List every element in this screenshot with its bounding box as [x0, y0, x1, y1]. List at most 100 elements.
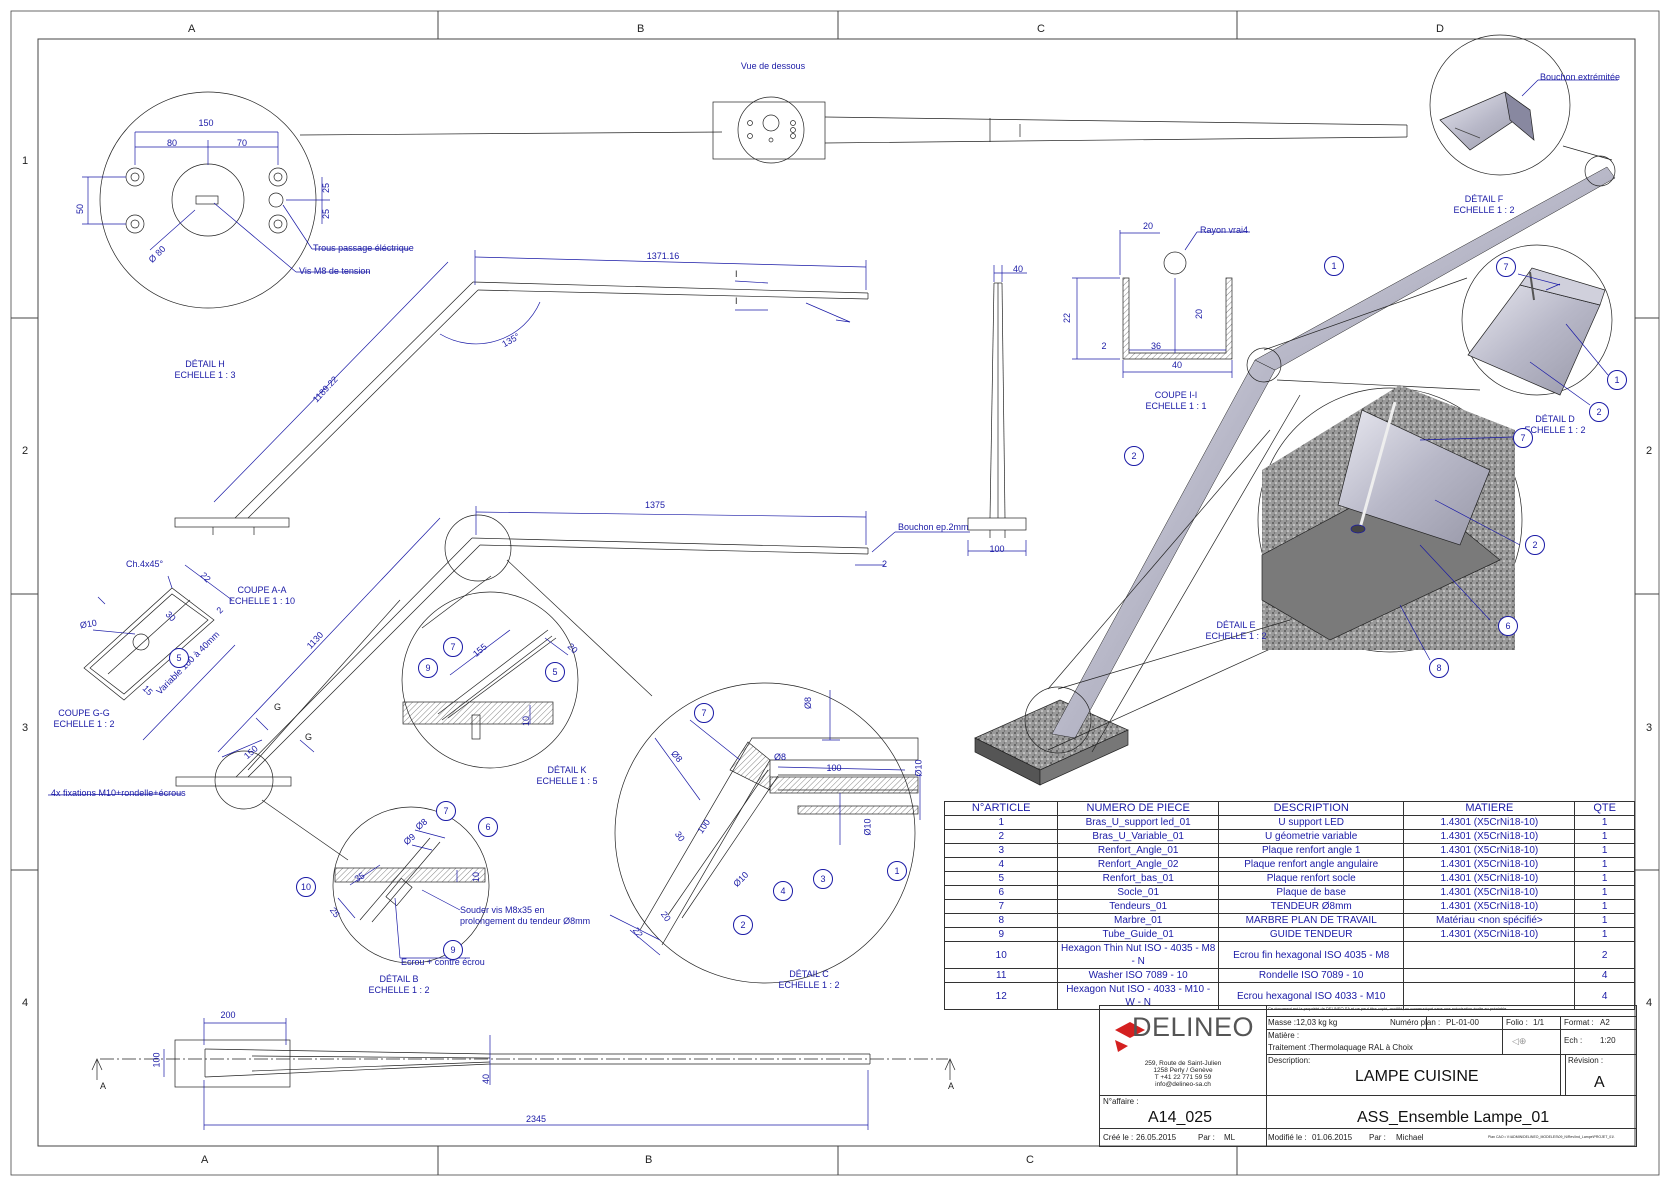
bom-cell-description: Plaque renfort angle 1 — [1217, 843, 1405, 858]
detail-e-title: DÉTAIL E — [1216, 620, 1256, 630]
bom-cell-part-number: Renfort_bas_01 — [1057, 871, 1219, 886]
grid-col-b-top: B — [637, 23, 645, 35]
bom-cell-qty: 1 — [1574, 815, 1635, 830]
tb-masse-label: Masse : — [1268, 1018, 1297, 1027]
detail-k-title: DÉTAIL K — [547, 765, 587, 775]
dim-100c: 100 — [826, 763, 842, 773]
bom-header-description: DESCRIPTION — [1217, 801, 1405, 816]
tb-par1-label: Par : — [1198, 1133, 1215, 1142]
dim-1371: 1371.16 — [646, 251, 680, 261]
tb-par1: ML — [1224, 1133, 1236, 1142]
bom-cell-part-number: Renfort_Angle_02 — [1057, 857, 1219, 872]
bom-cell-part-number: Marbre_01 — [1057, 913, 1219, 928]
bom-cell-article: 9 — [943, 927, 1059, 942]
bom-cell-qty: 1 — [1574, 829, 1635, 844]
bom-header-material: MATIERE — [1403, 801, 1576, 816]
section-a-left: A — [100, 1081, 107, 1091]
note-chanfrein: Ch.4x45° — [126, 559, 164, 569]
dim-20b: 20 — [1194, 308, 1205, 319]
callout-9-detail-b: 9 — [443, 940, 463, 960]
dim-10: 10 — [521, 715, 532, 726]
bom-cell-description: U support LED — [1217, 815, 1405, 830]
front-view — [967, 282, 1027, 538]
tb-addr4: info@delineo-sa.ch — [1155, 1081, 1211, 1088]
bom-cell-article: 3 — [943, 843, 1059, 858]
tb-addr3: T +41 22 771 59 59 — [1154, 1074, 1212, 1081]
note-ecrou: Ecrou + contre écrou — [401, 957, 485, 967]
bom-cell-part-number: Socle_01 — [1057, 885, 1219, 900]
bom-cell-material: 1.4301 (X5CrNi18-10) — [1403, 885, 1576, 900]
dim-70: 70 — [236, 138, 248, 148]
dim-phi8c: Ø8 — [774, 752, 787, 762]
bom-table: N°ARTICLE NUMERO DE PIECE DESCRIPTION MA… — [943, 801, 1635, 1010]
tb-masse: 12,03 kg kg — [1296, 1018, 1338, 1027]
callout-2-detail-c: 2 — [733, 915, 753, 935]
note-vis: Vis M8 de tension — [299, 266, 371, 276]
dim-100b: 100 — [151, 1052, 162, 1068]
section-a-right: A — [948, 1081, 955, 1091]
tb-matiere-label: Matière : — [1268, 1031, 1300, 1040]
note-rayon: Rayon vrai4 — [1200, 225, 1249, 235]
dim-25a: 25 — [321, 182, 332, 193]
note-souder-1: Souder vis M8x35 en — [460, 905, 545, 915]
callout-2-iso: 2 — [1124, 446, 1144, 466]
bom-cell-article: 6 — [943, 885, 1059, 900]
bom-header-row: N°ARTICLE NUMERO DE PIECE DESCRIPTION MA… — [943, 801, 1635, 816]
callout-7-detail-b: 7 — [436, 801, 456, 821]
grid-col-d-top: D — [1436, 23, 1444, 35]
detail-b-scale: ECHELLE 1 : 2 — [368, 985, 430, 995]
callout-10-detail-b: 10 — [296, 877, 316, 897]
grid-row-4-right: 4 — [1646, 997, 1653, 1009]
grid-col-a-bottom: A — [201, 1154, 209, 1166]
tb-assembly: ASS_Ensemble Lampe_01 — [1357, 1109, 1550, 1126]
detail-h-view — [82, 91, 723, 309]
tb-ech: 1:20 — [1600, 1036, 1616, 1045]
dim-10b: 10 — [471, 871, 482, 882]
detail-d-title: DÉTAIL D — [1535, 414, 1575, 424]
bom-cell-part-number: Washer ISO 7089 - 10 — [1057, 968, 1219, 983]
bom-cell-qty: 1 — [1574, 913, 1635, 928]
coupe-aa-scale: ECHELLE 1 : 10 — [228, 596, 296, 606]
bom-cell-part-number: Renfort_Angle_01 — [1057, 843, 1219, 858]
dim-150: 150 — [198, 118, 214, 128]
coupe-aa-gg-view — [83, 587, 215, 701]
bom-cell-description: Plaque de base — [1217, 885, 1405, 900]
tb-format-label: Format : — [1564, 1018, 1594, 1027]
tb-affaire: A14_025 — [1148, 1109, 1213, 1126]
detail-f-view — [1429, 34, 1618, 176]
detail-c-scale: ECHELLE 1 : 2 — [778, 980, 840, 990]
dim-80: 80 — [166, 138, 178, 148]
detail-k-view — [401, 591, 579, 769]
dim-2c: 2 — [882, 559, 888, 569]
bom-cell-material: 1.4301 (X5CrNi18-10) — [1403, 829, 1576, 844]
side-view-upper — [174, 281, 869, 535]
tb-plan-label: Numéro plan : — [1390, 1018, 1441, 1027]
grid-row-2-left: 2 — [22, 445, 29, 457]
bom-cell-article: 8 — [943, 913, 1059, 928]
grid-row-3-left: 3 — [22, 722, 29, 734]
tb-ech-label: Ech : — [1564, 1036, 1583, 1045]
tb-addr2: 1258 Perly / Genève — [1153, 1067, 1213, 1074]
bom-cell-description: U géometrie variable — [1217, 829, 1405, 844]
tb-revision-label: Révision : — [1568, 1056, 1604, 1065]
side-view-lower — [175, 514, 869, 861]
detail-c-view — [609, 682, 921, 984]
tb-disclaimer: Ce document est la propriété de DELINEO … — [1268, 1006, 1508, 1011]
tb-revision: A — [1594, 1074, 1605, 1091]
bom-cell-article: 1 — [943, 815, 1059, 830]
detail-k-scale: ECHELLE 1 : 5 — [536, 776, 598, 786]
callout-7-detail-e: 7 — [1513, 428, 1533, 448]
bom-cell-description: Plaque renfort angle angulaire — [1217, 857, 1405, 872]
callout-1-detail-d: 1 — [1607, 370, 1627, 390]
detail-h-title: DÉTAIL H — [185, 359, 225, 369]
delineo-logo — [1115, 1022, 1145, 1052]
bom-cell-article: 7 — [943, 899, 1059, 914]
dim-22: 22 — [1062, 312, 1073, 323]
tb-description: LAMPE CUISINE — [1355, 1068, 1479, 1085]
tb-plan: PL-01-00 — [1446, 1018, 1479, 1027]
bom-cell-description: Rondelle ISO 7089 - 10 — [1217, 968, 1405, 983]
